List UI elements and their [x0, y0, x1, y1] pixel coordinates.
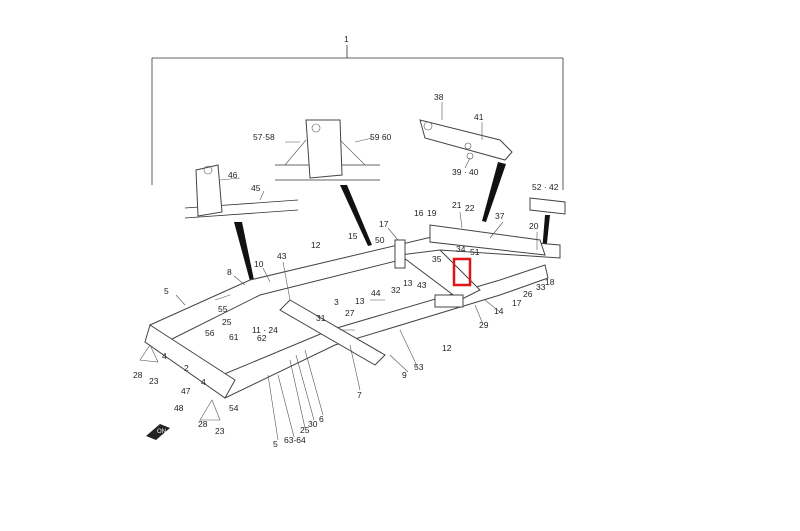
callout-label[interactable]: 46	[228, 170, 238, 180]
callout-label[interactable]: 13	[403, 278, 413, 288]
callout-label[interactable]: 41	[474, 112, 484, 122]
callout-label[interactable]: 43	[417, 280, 427, 290]
leader-lines	[175, 102, 538, 441]
main-frame	[139, 224, 561, 421]
callout-label[interactable]: 25	[222, 317, 232, 327]
assembly-bracket: 1	[151, 34, 564, 190]
callout-label[interactable]: 17	[512, 298, 522, 308]
callout-label[interactable]: 44	[371, 288, 381, 298]
callout-label[interactable]: 34	[456, 244, 466, 254]
callout-label[interactable]: 31	[316, 313, 326, 323]
callout-label[interactable]: 54	[229, 403, 239, 413]
callout-label[interactable]: 22	[465, 203, 475, 213]
callout-label[interactable]: 33	[536, 282, 546, 292]
callout-label[interactable]: 12	[442, 343, 452, 353]
callout-label[interactable]: 52 · 42	[532, 182, 559, 192]
callout-label[interactable]: 63-64	[284, 435, 306, 445]
callout-label[interactable]: 7	[357, 390, 362, 400]
callout-label[interactable]: 5	[164, 286, 169, 296]
callout-label[interactable]: 30	[308, 419, 318, 429]
callout-label[interactable]: 37	[495, 211, 505, 221]
part-callouts: 57·58 59 60 46 45 38 41 39 · 40 52 · 42 …	[133, 92, 559, 449]
callout-label[interactable]: 29	[479, 320, 489, 330]
callout-label[interactable]: 55	[218, 304, 228, 314]
callout-label[interactable]: 21	[452, 200, 462, 210]
callout-label[interactable]: 4	[162, 351, 167, 361]
callout-label[interactable]: 59 60	[370, 132, 392, 142]
callout-label[interactable]: 2	[184, 363, 189, 373]
callout-label[interactable]: 28	[133, 370, 143, 380]
callout-label[interactable]: 38	[434, 92, 444, 102]
callout-label[interactable]: 27	[345, 308, 355, 318]
callout-label[interactable]: 32	[391, 285, 401, 295]
inset-side-bracket	[184, 164, 299, 281]
callout-label[interactable]: 47	[181, 386, 191, 396]
callout-label[interactable]: 18	[545, 277, 555, 287]
callout-label[interactable]: 39 · 40	[452, 167, 479, 177]
callout-label[interactable]: 51	[470, 247, 480, 257]
callout-label[interactable]: 62	[257, 333, 267, 343]
callout-label[interactable]: 15	[348, 231, 358, 241]
callout-label[interactable]: 16	[414, 208, 424, 218]
front-direction-icon: ON	[146, 424, 170, 440]
callout-label[interactable]: 4	[201, 377, 206, 387]
callout-label[interactable]: 17	[379, 219, 389, 229]
callout-label[interactable]: 23	[149, 376, 159, 386]
callout-label[interactable]: 20	[529, 221, 539, 231]
callout-label[interactable]: 9	[402, 370, 407, 380]
svg-text:ON: ON	[157, 429, 166, 435]
callout-label[interactable]: 6	[319, 414, 324, 424]
callout-label[interactable]: 19	[427, 208, 437, 218]
callout-label[interactable]: 53	[414, 362, 424, 372]
callout-label[interactable]: 48	[174, 403, 184, 413]
callout-label[interactable]: 50	[375, 235, 385, 245]
inset-mount-bracket	[275, 119, 380, 246]
callout-label[interactable]: 45	[251, 183, 261, 193]
callout-label[interactable]: 3	[334, 297, 339, 307]
callout-label[interactable]: 11 · 24	[252, 325, 278, 335]
callout-label[interactable]: 5	[273, 439, 278, 449]
assembly-number: 1	[344, 34, 349, 44]
inset-crossmember-part	[419, 119, 513, 222]
callout-label[interactable]: 23	[215, 426, 225, 436]
callout-label[interactable]: 57·58	[253, 132, 275, 142]
callout-label[interactable]: 61	[229, 332, 239, 342]
callout-label[interactable]: 43	[277, 251, 287, 261]
callout-label[interactable]: 13	[355, 296, 365, 306]
highlight-box-part-9[interactable]	[452, 257, 472, 287]
callout-label[interactable]: 25	[300, 425, 310, 435]
inset-plate	[529, 197, 566, 252]
callout-label[interactable]: 8	[227, 267, 232, 277]
callout-label[interactable]: 26	[523, 289, 533, 299]
callout-label[interactable]: 35	[432, 254, 442, 264]
callout-label[interactable]: 12	[311, 240, 321, 250]
callout-label[interactable]: 56	[205, 328, 215, 338]
callout-label[interactable]: 28	[198, 419, 208, 429]
callout-label[interactable]: 10	[254, 259, 264, 269]
